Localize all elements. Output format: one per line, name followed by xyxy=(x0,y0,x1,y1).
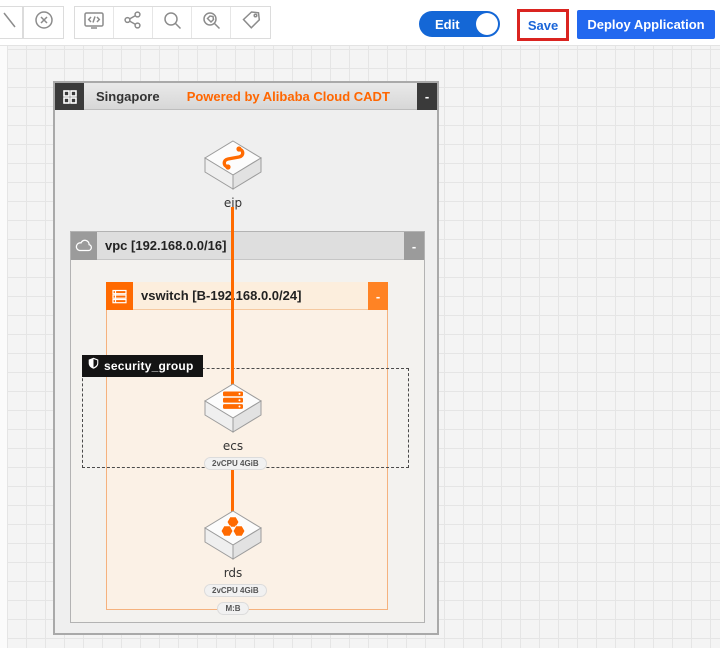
shield-icon xyxy=(88,357,99,375)
vswitch-icon xyxy=(106,282,133,310)
connection-ecs-rds[interactable] xyxy=(231,460,234,512)
powered-by-label: Powered by Alibaba Cloud CADT xyxy=(186,88,390,104)
region-header[interactable]: Singapore Powered by Alibaba Cloud CADT … xyxy=(55,83,437,110)
vswitch-header-bar: vswitch [B-192.168.0.0/24] xyxy=(133,282,368,310)
design-canvas[interactable]: Singapore Powered by Alibaba Cloud CADT … xyxy=(0,46,720,648)
rds-label: rds xyxy=(223,566,243,580)
tag-icon xyxy=(240,9,262,36)
edit-toggle-label: Edit xyxy=(435,16,460,32)
line-tool-button[interactable] xyxy=(0,6,23,39)
code-icon xyxy=(83,10,105,35)
rds-mode-badge: M:B xyxy=(217,602,249,615)
region-title: Singapore xyxy=(96,88,160,104)
ecs-spec-badge: 2vCPU 4GiB xyxy=(204,457,267,470)
connection-eip-ecs[interactable] xyxy=(231,207,234,385)
edit-mode-toggle[interactable]: Edit xyxy=(419,11,500,37)
line-tool-icon xyxy=(0,9,17,36)
search-icon xyxy=(162,10,183,36)
save-button-label: Save xyxy=(527,17,559,33)
node-rds[interactable]: rds 2vCPU 4GiB M:B xyxy=(204,510,267,616)
tag-button[interactable] xyxy=(231,7,270,38)
vpc-title: vpc [192.168.0.0/16] xyxy=(105,238,227,253)
toolbar: Edit Save Deploy Application xyxy=(0,0,720,46)
region-minimize-button[interactable]: - xyxy=(417,83,437,110)
vswitch-minimize-button[interactable]: - xyxy=(368,282,388,310)
rds-spec-badge: 2vCPU 4GiB xyxy=(204,584,267,597)
close-connection-button[interactable] xyxy=(23,6,64,39)
ecs-label: ecs xyxy=(222,439,244,453)
node-ecs[interactable]: ecs 2vCPU 4GiB xyxy=(204,383,267,471)
ecs-cube-icon xyxy=(204,383,262,433)
search-button[interactable] xyxy=(153,7,192,38)
node-eip[interactable]: eip xyxy=(204,140,262,210)
save-button[interactable]: Save xyxy=(517,9,569,41)
canvas-left-strip xyxy=(0,46,7,648)
region-grid-icon xyxy=(55,83,84,110)
share-icon xyxy=(123,10,143,35)
search-tag-icon xyxy=(201,10,222,36)
search-tag-button[interactable] xyxy=(192,7,231,38)
vpc-header[interactable]: vpc [192.168.0.0/16] - xyxy=(71,232,424,260)
eip-cube-icon xyxy=(204,140,262,190)
toolbar-icon-group xyxy=(74,6,271,39)
close-circle-icon xyxy=(33,9,55,36)
rds-cube-icon xyxy=(204,510,262,560)
toggle-knob xyxy=(476,13,498,35)
deploy-application-button[interactable]: Deploy Application xyxy=(577,10,715,39)
share-button[interactable] xyxy=(114,7,153,38)
security-group-title: security_group xyxy=(104,359,194,373)
vswitch-title: vswitch [B-192.168.0.0/24] xyxy=(141,288,302,303)
code-button[interactable] xyxy=(75,7,114,38)
vpc-header-bar: vpc [192.168.0.0/16] xyxy=(97,232,404,260)
vpc-minimize-button[interactable]: - xyxy=(404,232,424,260)
region-header-bar: Singapore Powered by Alibaba Cloud CADT xyxy=(84,83,417,110)
vswitch-header[interactable]: vswitch [B-192.168.0.0/24] - xyxy=(106,282,388,310)
eip-label: eip xyxy=(223,196,243,210)
security-group-label[interactable]: security_group xyxy=(82,355,203,377)
deploy-button-label: Deploy Application xyxy=(587,17,705,32)
vpc-cloud-icon xyxy=(71,232,97,260)
vswitch-container[interactable]: vswitch [B-192.168.0.0/24] - xyxy=(106,282,388,610)
